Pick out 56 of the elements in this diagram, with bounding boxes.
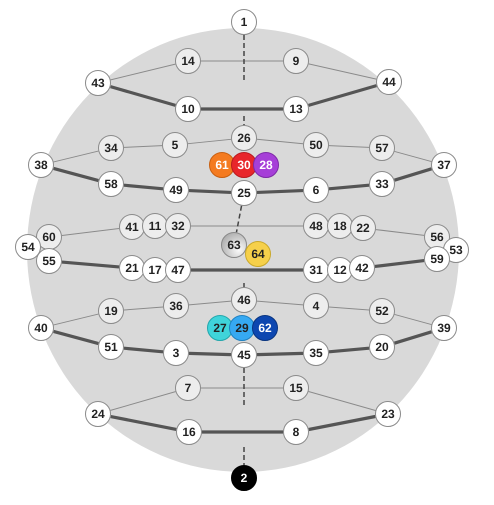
ring-line [201, 107, 283, 111]
ring-line [308, 63, 377, 80]
numbered-circle: 37 [431, 152, 457, 178]
numbered-circle: 54 [15, 234, 41, 260]
ring-line [110, 85, 176, 107]
ring-line [394, 150, 432, 162]
ring-line [308, 84, 377, 107]
ring-line [123, 306, 164, 310]
ring-line [374, 258, 424, 268]
ring-line [110, 64, 176, 80]
ring-line [328, 145, 370, 148]
ring-line [394, 314, 432, 326]
ring-line [53, 166, 99, 182]
dashed-axis-line [243, 283, 245, 287]
ring-line [188, 352, 232, 356]
ring-line [308, 391, 376, 411]
ring-line [62, 260, 120, 268]
dashed-axis-line [243, 116, 245, 125]
ring-line [110, 414, 177, 432]
dashed-axis-line [243, 368, 245, 407]
ring-line [110, 391, 176, 411]
ring-line [256, 300, 304, 306]
ring-line [202, 430, 283, 434]
ring-line [328, 306, 370, 311]
ring-line [188, 188, 232, 194]
ring-line [200, 60, 284, 62]
ring-line [61, 228, 120, 236]
ring-line [124, 184, 164, 190]
numbered-circle: 43 [85, 70, 111, 96]
dashed-axis-line [243, 447, 245, 465]
ring-line [188, 300, 232, 306]
ring-line [123, 145, 163, 148]
ring-line [191, 268, 303, 272]
numbered-circle: 38 [28, 152, 54, 178]
dashed-axis-line [236, 206, 242, 232]
ring-line [187, 138, 232, 144]
ring-line [394, 167, 432, 182]
ring-line [394, 330, 432, 345]
ring-line [256, 188, 304, 194]
ring-line [53, 330, 99, 346]
numbered-circle: 1 [231, 9, 257, 35]
numbered-circle: 44 [376, 69, 402, 95]
numbered-circle: 40 [28, 315, 54, 341]
dashed-axis-line [243, 35, 245, 83]
numbered-circle: 39 [431, 315, 457, 341]
ring-line [53, 314, 99, 326]
ring-line [256, 138, 304, 144]
numbered-circle: 2 [231, 465, 257, 491]
ring-line [124, 346, 164, 354]
ring-line [53, 150, 99, 162]
ring-line [256, 352, 304, 356]
ring-line [328, 346, 370, 354]
ring-line [328, 184, 370, 190]
ring-line [375, 229, 425, 236]
numbered-circle: 24 [85, 401, 111, 427]
ring-line [308, 414, 376, 432]
